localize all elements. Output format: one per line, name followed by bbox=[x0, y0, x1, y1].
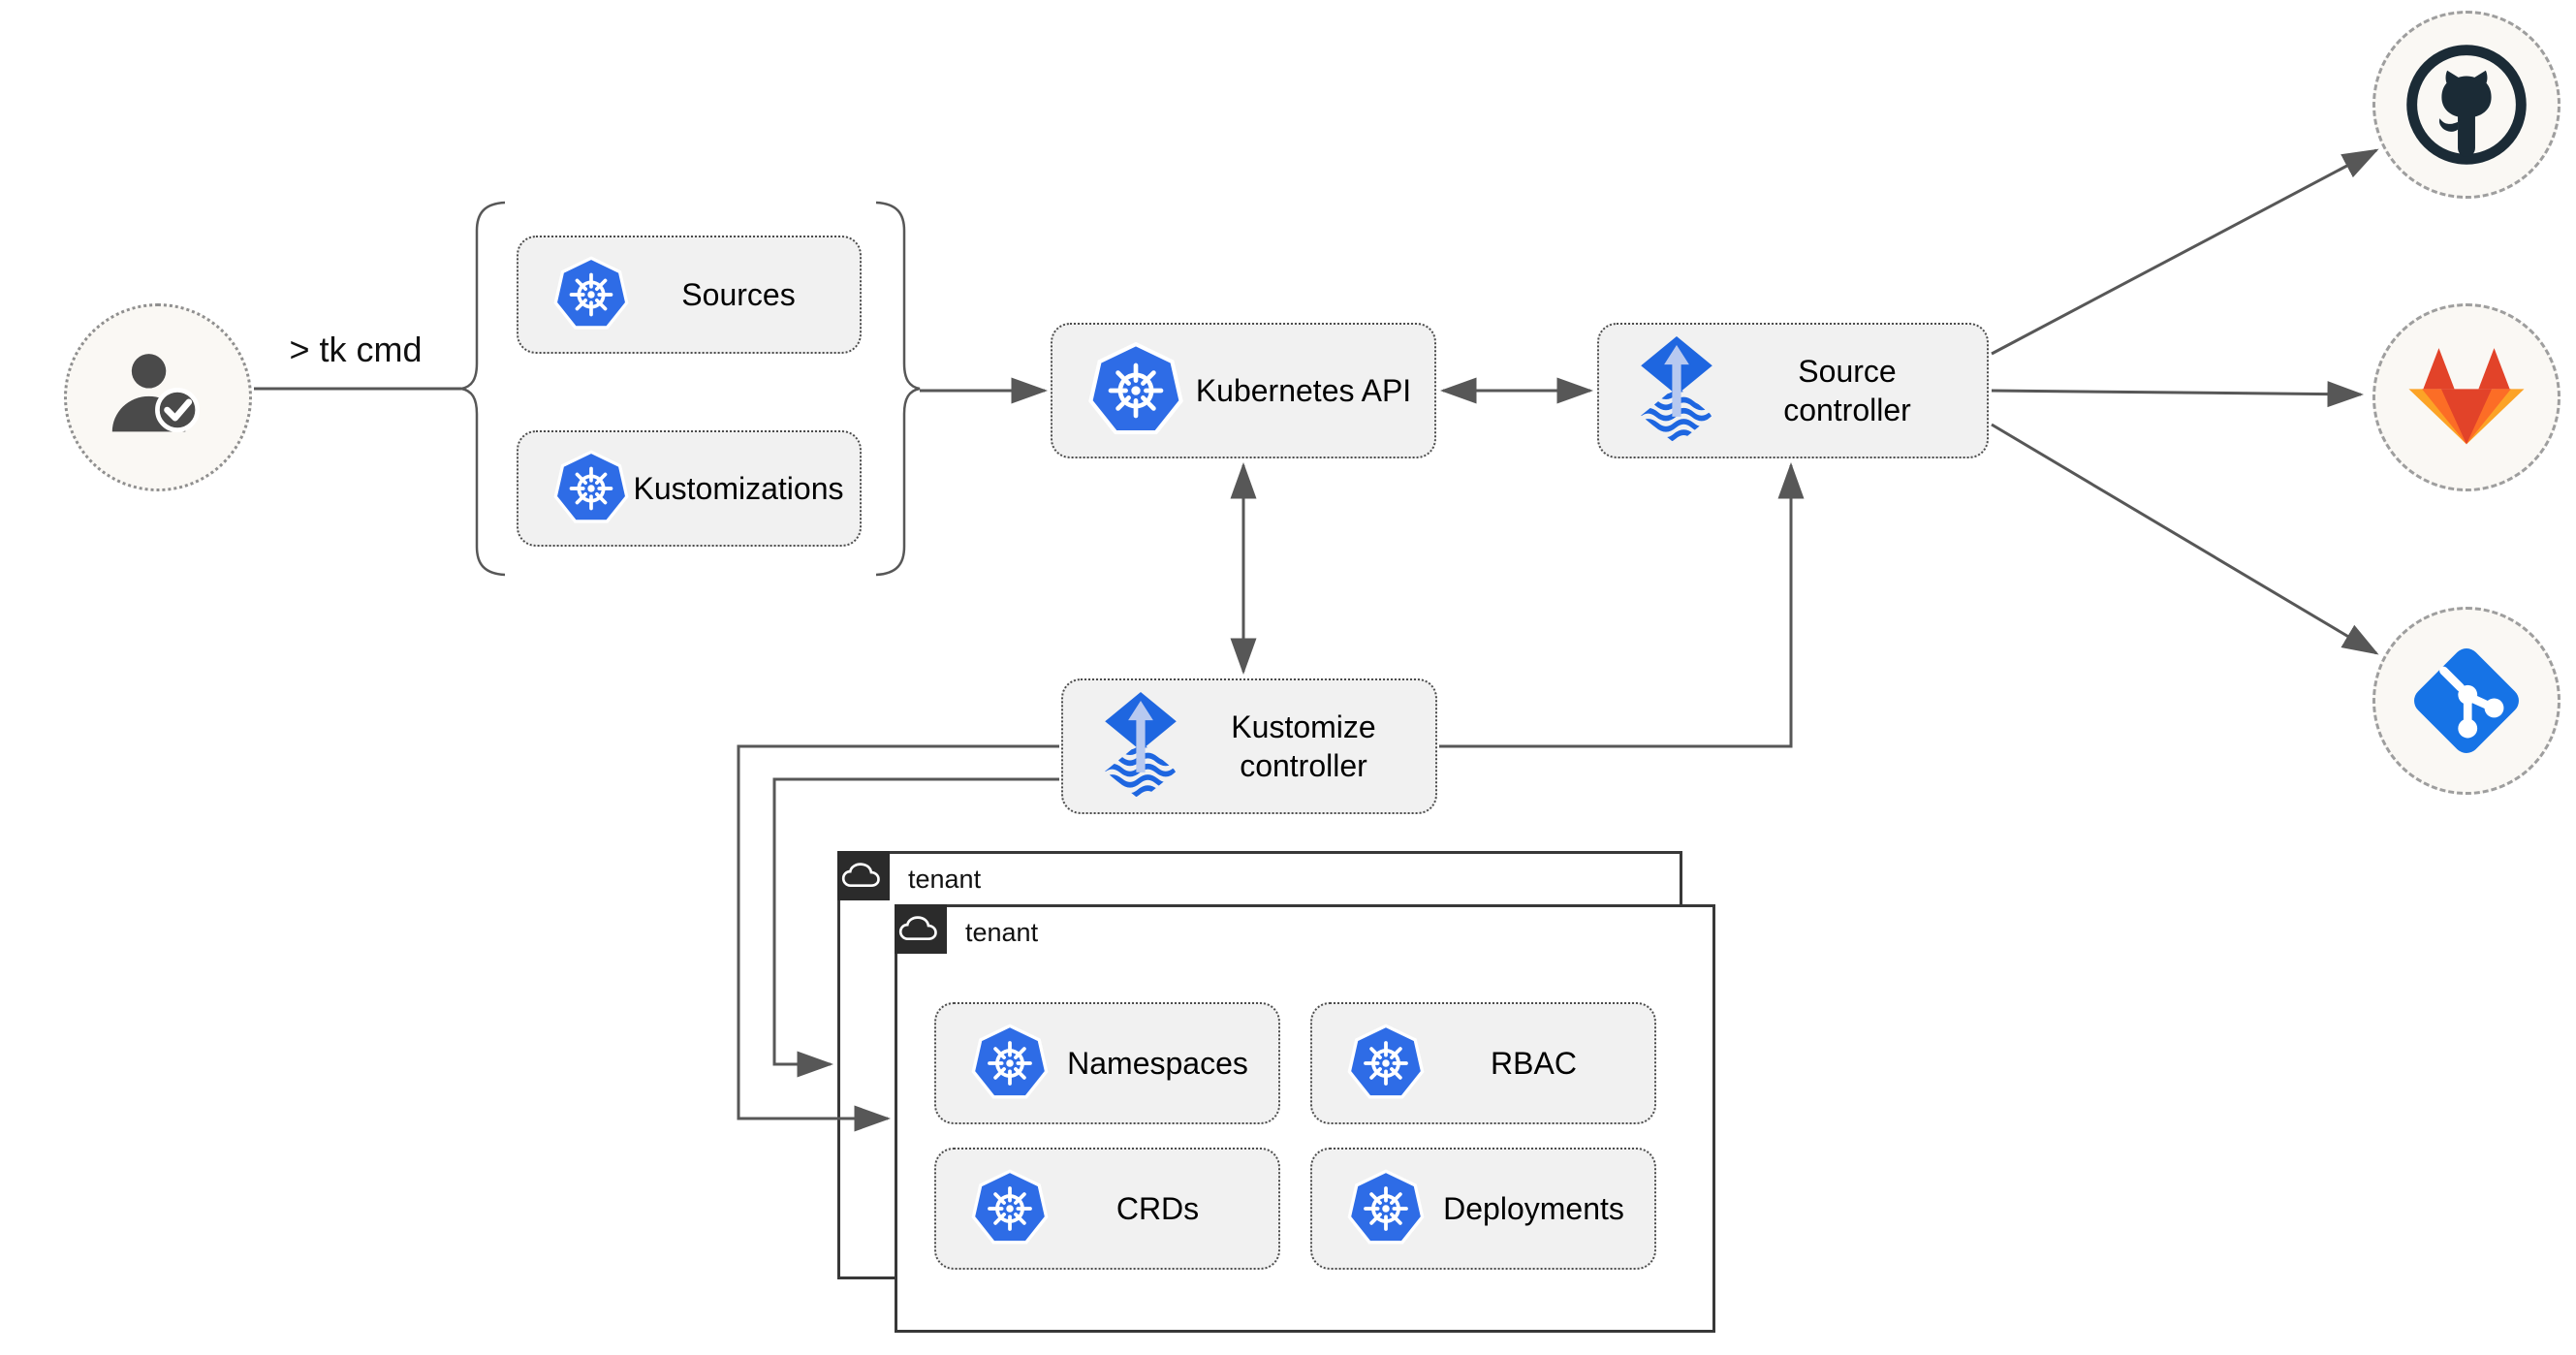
kubernetes-api-box: Kubernetes API bbox=[1051, 323, 1436, 458]
source-controller-label: Source controller bbox=[1783, 354, 1911, 427]
tenant-label: tenant bbox=[965, 918, 1039, 947]
edge-source-to-gitlab bbox=[1991, 381, 2364, 408]
cloud-icon bbox=[841, 862, 880, 887]
kustomize-controller-label: Kustomize controller bbox=[1231, 709, 1376, 783]
kubernetes-icon bbox=[969, 1168, 1051, 1249]
left-bracket bbox=[460, 201, 506, 577]
git-node bbox=[2372, 607, 2560, 795]
tenant-label: tenant bbox=[908, 865, 982, 894]
deployments-box: Deployments bbox=[1310, 1148, 1656, 1270]
kubernetes-icon bbox=[551, 449, 631, 528]
user-check-icon bbox=[101, 340, 215, 455]
kubernetes-icon bbox=[1345, 1168, 1427, 1249]
git-branch-icon bbox=[2406, 641, 2527, 761]
rbac-label: RBAC bbox=[1491, 1046, 1577, 1081]
right-bracket bbox=[875, 201, 921, 577]
crds-box: CRDs bbox=[934, 1148, 1280, 1270]
kubernetes-icon bbox=[1085, 340, 1186, 441]
flux-icon bbox=[1096, 692, 1185, 801]
crds-label: CRDs bbox=[1115, 1191, 1200, 1226]
sources-label: Sources bbox=[681, 277, 796, 312]
gitlab-node bbox=[2372, 303, 2560, 491]
rbac-box: RBAC bbox=[1310, 1002, 1656, 1124]
github-octocat-icon bbox=[2404, 43, 2529, 167]
deployments-label: Deployments bbox=[1443, 1191, 1624, 1226]
edge-source-to-github bbox=[1991, 148, 2379, 356]
kustomizations-box: Kustomizations bbox=[517, 430, 862, 547]
namespaces-box: Namespaces bbox=[934, 1002, 1280, 1124]
sources-box: Sources bbox=[517, 236, 862, 354]
edge-kustomize-to-source bbox=[1439, 462, 1805, 748]
kubernetes-api-label: Kubernetes API bbox=[1195, 373, 1412, 408]
kubernetes-icon bbox=[551, 255, 631, 334]
kubernetes-icon bbox=[969, 1023, 1051, 1104]
flux-icon bbox=[1632, 336, 1721, 445]
kustomizations-label: Kustomizations bbox=[633, 471, 844, 506]
source-controller-box: Source controller bbox=[1597, 323, 1989, 458]
tenant-badge bbox=[837, 851, 890, 900]
tenant-container-inner: tenant Namespaces RBAC CRDs Deployments bbox=[895, 904, 1715, 1333]
user-avatar bbox=[64, 303, 252, 491]
namespaces-label: Namespaces bbox=[1067, 1046, 1248, 1081]
tenant-badge bbox=[895, 904, 947, 954]
cli-command-label: > tk cmd bbox=[289, 330, 423, 369]
kustomize-controller-box: Kustomize controller bbox=[1061, 678, 1437, 814]
cloud-icon bbox=[898, 915, 937, 940]
github-node bbox=[2372, 11, 2560, 199]
gitlab-tanuki-icon bbox=[2408, 348, 2525, 445]
edge-source-to-git bbox=[1991, 423, 2379, 655]
kubernetes-icon bbox=[1345, 1023, 1427, 1104]
